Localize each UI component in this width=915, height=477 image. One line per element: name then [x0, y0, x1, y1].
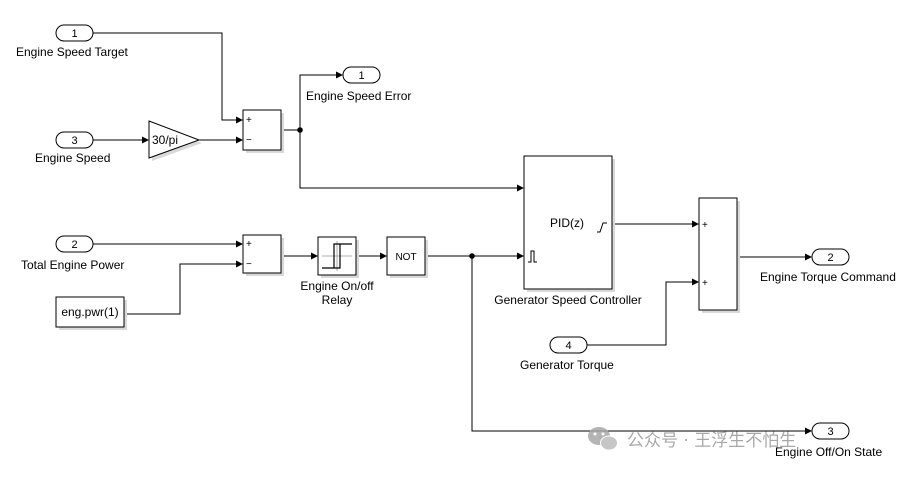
arrow-head: [805, 427, 812, 435]
minus-sign: −: [246, 259, 252, 270]
inport-label: Total Engine Power: [21, 258, 124, 272]
inport-label: Engine Speed: [35, 151, 110, 165]
pid-output-step-icon: [597, 222, 607, 233]
wire-constant[interactable]: [124, 263, 238, 315]
outport-engine-torque-command[interactable]: 2: [811, 248, 850, 266]
pid-controller-block[interactable]: PID(z): [523, 155, 615, 292]
arrow-head: [336, 71, 343, 79]
port-number: 1: [358, 70, 364, 82]
signal-lines: [93, 32, 812, 435]
wire-speed-error[interactable]: [281, 74, 337, 131]
relay-block[interactable]: [317, 236, 359, 278]
plus-sign: +: [702, 220, 708, 231]
sum-block-speed-error[interactable]: + −: [242, 109, 284, 153]
pid-enable-pulse-icon: [528, 250, 537, 263]
arrow-head: [142, 136, 149, 144]
arrow-head: [236, 260, 243, 268]
relay-label-line1: Engine On/off: [300, 279, 374, 293]
arrow-head: [692, 220, 699, 228]
plus-sign: +: [246, 239, 252, 250]
inport-label: Engine Speed Target: [16, 45, 129, 59]
arrow-head: [236, 240, 243, 248]
wire-error-to-pid[interactable]: [299, 130, 518, 189]
arrow-head: [236, 136, 243, 144]
logical-not-block[interactable]: NOT: [386, 236, 428, 278]
inport-engine-speed[interactable]: 3: [55, 131, 94, 149]
outport-label: Engine Speed Error: [306, 89, 411, 103]
outport-engine-off-on-state[interactable]: 3: [811, 422, 850, 440]
inport-engine-speed-target[interactable]: 1: [55, 24, 94, 42]
wire-state-out[interactable]: [471, 256, 806, 432]
inport-label: Generator Torque: [520, 358, 614, 372]
pid-text: PID(z): [550, 216, 584, 230]
arrow-head: [236, 116, 243, 124]
inport-total-engine-power[interactable]: 2: [55, 235, 94, 253]
outport-engine-speed-error[interactable]: 1: [342, 66, 381, 84]
watermark-text: 公众号 · 王浮生不怕生: [627, 431, 796, 451]
plus-sign: +: [702, 278, 708, 289]
relay-hysteresis-icon: [322, 241, 352, 271]
branch-point: [469, 253, 475, 259]
port-number: 2: [71, 239, 77, 251]
pid-block-name: Generator Speed Controller: [494, 293, 641, 307]
constant-value: eng.pwr(1): [61, 305, 118, 319]
constant-block[interactable]: eng.pwr(1): [55, 296, 127, 330]
gain-block[interactable]: 30/pi: [148, 120, 202, 161]
arrow-head: [311, 252, 318, 260]
port-number: 2: [827, 252, 833, 264]
sum-block-power[interactable]: + −: [242, 234, 284, 276]
wire-speed-target[interactable]: [93, 32, 238, 121]
port-number: 3: [71, 135, 77, 147]
sum-block-torque[interactable]: + +: [698, 197, 740, 313]
arrow-head: [805, 253, 812, 261]
relay-label-line2: Relay: [322, 293, 353, 307]
outport-label: Engine Torque Command: [760, 270, 896, 284]
gain-value: 30/pi: [152, 133, 178, 147]
branch-point: [297, 127, 303, 133]
wechat-logo-icon: [588, 427, 618, 451]
outport-label: Engine Off/On State: [775, 445, 883, 459]
arrow-head: [380, 252, 387, 260]
inport-generator-torque[interactable]: 4: [549, 336, 588, 354]
port-number: 4: [565, 340, 571, 352]
port-number: 3: [827, 426, 833, 438]
port-number: 1: [71, 28, 77, 40]
minus-sign: −: [246, 135, 252, 146]
arrow-head: [517, 184, 524, 192]
wire-gen-torque[interactable]: [587, 281, 693, 346]
arrow-head: [692, 278, 699, 286]
not-label: NOT: [395, 252, 416, 263]
plus-sign: +: [246, 115, 252, 126]
arrow-head: [517, 252, 524, 260]
watermark: 公众号 · 王浮生不怕生: [588, 427, 796, 451]
